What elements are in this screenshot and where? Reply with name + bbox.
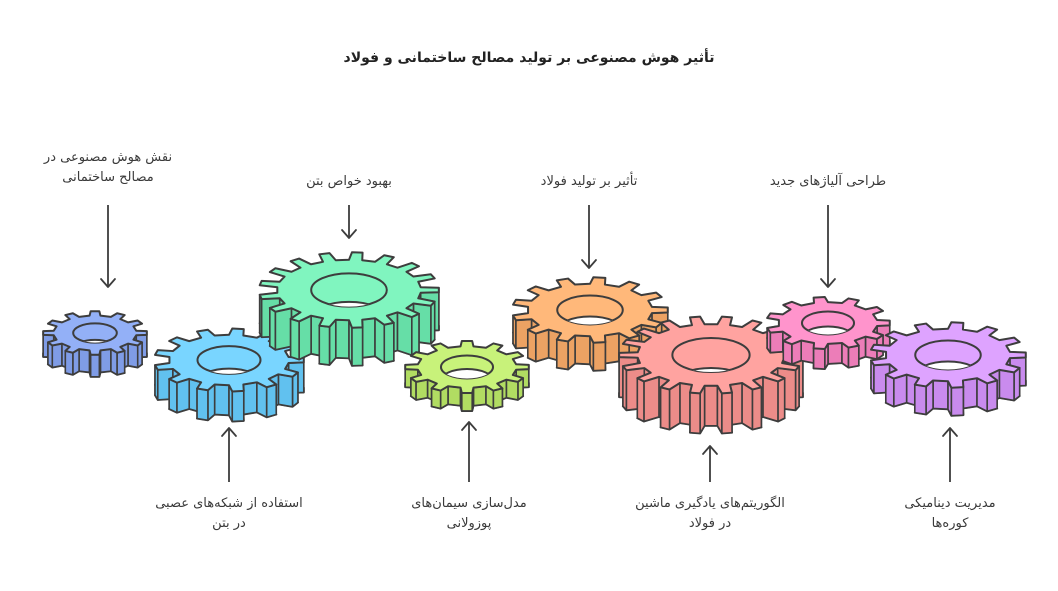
gear-label: تأثیر بر تولید فولاد — [540, 174, 638, 189]
gear-label: مدیریت دینامیکی کوره‌ها — [904, 496, 996, 531]
arrow-down-icon — [581, 205, 597, 269]
gear-icon-neural-concrete — [154, 327, 305, 423]
diagram-title: تأثیر هوش مصنوعی بر تولید مصالح ساختمانی… — [343, 50, 715, 66]
arrow-up-icon — [702, 445, 718, 482]
arrow-up-icon — [461, 421, 477, 482]
gear-icon-ai-materials — [42, 310, 148, 378]
gear-label: مدل‌سازی سیمان‌های پوزولانی — [411, 496, 527, 531]
gear-label: استفاده از شبکه‌های عصبی در بتن — [155, 496, 303, 531]
arrow-down-icon — [341, 205, 357, 239]
gear-icon-furnace-mgmt — [870, 321, 1027, 417]
arrow-up-icon — [942, 427, 958, 482]
gear-label: الگوریتم‌های یادگیری ماشین در فولاد — [635, 496, 785, 531]
gear-label: نقش هوش مصنوعی در مصالح ساختمانی — [43, 150, 173, 185]
gear-icon-new-alloys — [766, 295, 891, 371]
gear-icon-ml-steel — [618, 315, 804, 435]
gear-icon-pozzolan — [404, 340, 530, 412]
gear-label: بهبود خواص بتن — [306, 174, 392, 189]
arrow-down-icon — [820, 205, 836, 288]
gear-icon-concrete-props — [258, 251, 440, 367]
arrow-up-icon — [221, 427, 237, 482]
gear-label: طراحی آلیاژهای جدید — [769, 174, 887, 189]
arrow-down-icon — [100, 205, 116, 288]
